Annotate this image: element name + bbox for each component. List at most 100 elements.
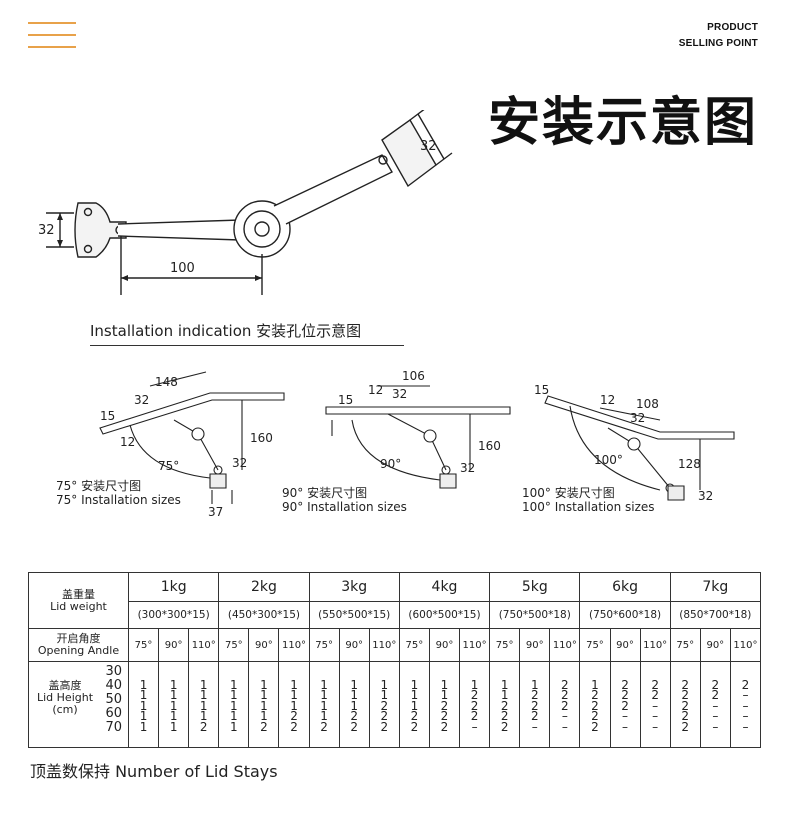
top-dim-left: 32	[38, 223, 55, 238]
heading-underline	[90, 345, 404, 346]
angle-cell: 90°	[609, 628, 641, 662]
angle-cell: 110°	[459, 628, 491, 662]
size-row: (300*300*15) (450*300*15) (550*500*15) (…	[29, 601, 762, 629]
footer-caption: 顶盖数保持 Number of Lid Stays	[30, 762, 278, 781]
angle-cell: 90°	[158, 628, 190, 662]
top-dim-right: 32	[420, 139, 437, 154]
d1-caption-en: 75° Installation sizes	[56, 493, 181, 507]
angle-cell: 75°	[579, 628, 611, 662]
d3-dim-32b: 32	[698, 489, 713, 503]
angle-cell: 75°	[308, 628, 340, 662]
corner-line-2: SELLING POINT	[678, 38, 758, 49]
opening-angle-en: Opening Andle	[37, 644, 120, 657]
d3-dim-32: 32	[630, 411, 645, 425]
d2-caption-cn: 90° 安装尺寸图	[282, 485, 367, 500]
d2-dim-15: 15	[338, 393, 353, 407]
angle-cell: 75°	[669, 628, 701, 662]
lid-height-label: 盖高度 Lid Height (cm)	[37, 680, 93, 716]
lid-height-cn: 盖高度	[48, 679, 82, 692]
size-cell: (300*300*15)	[127, 601, 220, 629]
d1-dim-15: 15	[100, 409, 115, 423]
angle-cell: 75°	[218, 628, 250, 662]
angle-cell: 90°	[519, 628, 551, 662]
angle-cell: 75°	[127, 628, 160, 662]
lid-weight-cn: 盖重量	[62, 587, 95, 601]
weight-cell: 2kg	[218, 572, 310, 602]
lid-stay-table: 盖重量 Lid weight 1kg 2kg 3kg 4kg 5kg 6kg 7…	[28, 572, 762, 748]
weight-cell: 3kg	[308, 572, 400, 602]
d3-angle: 100°	[594, 453, 623, 467]
angle-cell: 110°	[639, 628, 671, 662]
angle-cell: 110°	[729, 628, 762, 662]
lid-height-header: 盖高度 Lid Height (cm) 30 40 50 60 70	[28, 661, 129, 748]
weight-cell: 5kg	[489, 572, 581, 602]
d1-caption-cn: 75° 安装尺寸图	[56, 478, 141, 493]
product-selling-point-label: PRODUCT SELLING POINT	[679, 20, 758, 52]
d3-caption-cn: 100° 安装尺寸图	[522, 485, 615, 500]
d2-dim-12: 12	[368, 383, 383, 397]
d2-dim-106: 106	[402, 369, 425, 383]
d3-dim-12: 12	[600, 393, 615, 407]
weight-cell: 7kg	[669, 572, 762, 602]
opening-angle-header: 开启角度 Opening Andle	[28, 628, 129, 662]
d1-dim-37: 37	[208, 505, 223, 519]
size-cell: (850*700*18)	[669, 601, 762, 629]
size-cell: (750*500*18)	[489, 601, 581, 629]
angle-cell: 110°	[278, 628, 310, 662]
d1-dim-148: 148	[155, 375, 178, 389]
d3-dim-108: 108	[636, 397, 659, 411]
angle-cell: 75°	[489, 628, 521, 662]
size-cell: (600*500*15)	[398, 601, 491, 629]
section-heading-text: Installation indication 安装孔位示意图	[90, 322, 362, 340]
section-heading: Installation indication 安装孔位示意图	[90, 320, 404, 346]
lid-weight-en: Lid weight	[50, 599, 107, 613]
height-value: 30	[105, 664, 122, 679]
size-cell: (750*600*18)	[579, 601, 671, 629]
corner-line-1: PRODUCT	[707, 22, 758, 33]
d1-dim-160: 160	[250, 431, 273, 445]
d2-dim-32b: 32	[460, 461, 475, 475]
lid-height-values: 30 40 50 60 70	[105, 665, 122, 735]
d2-caption-en: 90° Installation sizes	[282, 500, 407, 514]
height-value: 60	[105, 706, 122, 721]
weight-cell: 6kg	[579, 572, 671, 602]
angle-cell: 110°	[368, 628, 400, 662]
d1-dim-12: 12	[120, 435, 135, 449]
angle-cell: 75°	[398, 628, 430, 662]
d1-angle: 75°	[158, 459, 179, 473]
lid-height-unit: (cm)	[52, 703, 78, 716]
d1-dim-32b: 32	[232, 456, 247, 470]
lid-weight-header: 盖重量 Lid weight	[28, 572, 129, 629]
lid-height-en: Lid Height	[37, 691, 94, 704]
angle-row: 开启角度 Opening Andle 75°90°110° 75°90°110°…	[28, 628, 762, 662]
d3-dim-128: 128	[678, 457, 701, 471]
d1-dim-32: 32	[134, 393, 149, 407]
angle-cell: 110°	[549, 628, 581, 662]
height-value: 40	[105, 678, 122, 693]
d2-dim-32: 32	[392, 387, 407, 401]
weight-cell: 4kg	[398, 572, 491, 602]
angle-cell: 90°	[428, 628, 461, 662]
d2-dim-160: 160	[478, 439, 501, 453]
menu-icon[interactable]	[28, 22, 76, 50]
angle-cell: 90°	[248, 628, 280, 662]
weight-cell: 1kg	[127, 572, 220, 602]
